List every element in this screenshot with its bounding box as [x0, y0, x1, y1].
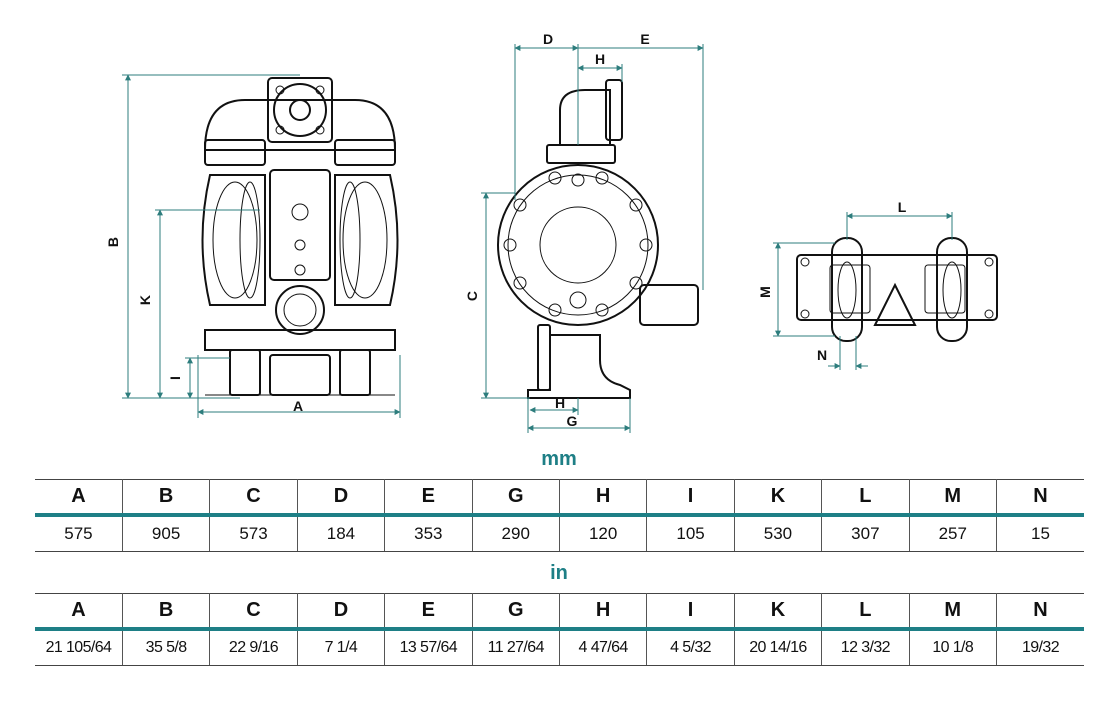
column-header: I [646, 479, 735, 517]
column-header: C [209, 479, 298, 517]
column-header: E [384, 593, 473, 631]
label-d: D [543, 31, 553, 47]
label-h-bottom: H [555, 395, 565, 411]
table-cell: 15 [996, 515, 1084, 552]
table-cell: 11 27/64 [472, 629, 560, 666]
table-cell: 19/32 [996, 629, 1084, 666]
column-header: G [472, 479, 560, 517]
label-g: G [567, 413, 578, 429]
label-h-top: H [595, 51, 605, 67]
label-b: B [105, 237, 121, 247]
column-header: N [996, 593, 1084, 631]
column-header: B [122, 593, 211, 631]
table-cell: 35 5/8 [122, 629, 211, 666]
dimensions-table-in: A B C D E G H I K L M N 21 105/64 35 5/8… [35, 593, 1084, 666]
table-cell: 10 1/8 [909, 629, 997, 666]
column-header: I [646, 593, 735, 631]
table-cell: 20 14/16 [734, 629, 823, 666]
table-cell: 105 [646, 515, 735, 552]
table-cell: 12 3/32 [821, 629, 910, 666]
table-cell: 21 105/64 [35, 629, 123, 666]
table-header-row: A B C D E G H I K L M N [35, 479, 1084, 517]
table-cell: 905 [122, 515, 211, 552]
column-header: K [734, 479, 823, 517]
table-cell: 575 [35, 515, 123, 552]
table-cell: 530 [734, 515, 823, 552]
technical-drawing: B K I A [105, 31, 998, 433]
label-a: A [293, 398, 303, 414]
table-header-row: A B C D E G H I K L M N [35, 593, 1084, 631]
table-cell: 13 57/64 [384, 629, 473, 666]
table-cell: 257 [909, 515, 997, 552]
unit-title-in: in [550, 562, 568, 584]
table-cell: 573 [209, 515, 298, 552]
column-header: B [122, 479, 211, 517]
table-cell: 7 1/4 [297, 629, 386, 666]
table-cell: 184 [297, 515, 386, 552]
column-header: M [909, 593, 997, 631]
label-c: C [464, 291, 480, 301]
column-header: D [297, 593, 386, 631]
side-view: D E H C H G [464, 31, 704, 433]
front-view: B K I A [105, 74, 401, 418]
label-k: K [137, 295, 153, 305]
column-header: E [384, 479, 473, 517]
column-header: D [297, 479, 386, 517]
table-cell: 307 [821, 515, 910, 552]
column-header: N [996, 479, 1084, 517]
column-header: G [472, 593, 560, 631]
table-row: 21 105/64 35 5/8 22 9/16 7 1/4 13 57/64 … [35, 629, 1084, 666]
label-i: I [167, 376, 183, 380]
table-cell: 4 5/32 [646, 629, 735, 666]
dimensions-table-mm: A B C D E G H I K L M N 575 905 573 184 … [35, 479, 1084, 552]
column-header: H [559, 479, 648, 517]
label-e: E [640, 31, 649, 47]
top-view: L M N [757, 199, 998, 370]
label-l: L [898, 199, 907, 215]
column-header: K [734, 593, 823, 631]
column-header: A [35, 593, 123, 631]
column-header: L [821, 593, 910, 631]
table-cell: 120 [559, 515, 648, 552]
label-n: N [817, 347, 827, 363]
column-header: C [209, 593, 298, 631]
column-header: M [909, 479, 997, 517]
table-cell: 290 [472, 515, 560, 552]
table-cell: 22 9/16 [209, 629, 298, 666]
table-row: 575 905 573 184 353 290 120 105 530 307 … [35, 515, 1084, 552]
column-header: L [821, 479, 910, 517]
label-m: M [757, 286, 773, 298]
unit-title-mm: mm [541, 448, 577, 470]
column-header: H [559, 593, 648, 631]
table-cell: 4 47/64 [559, 629, 648, 666]
column-header: A [35, 479, 123, 517]
table-cell: 353 [384, 515, 473, 552]
